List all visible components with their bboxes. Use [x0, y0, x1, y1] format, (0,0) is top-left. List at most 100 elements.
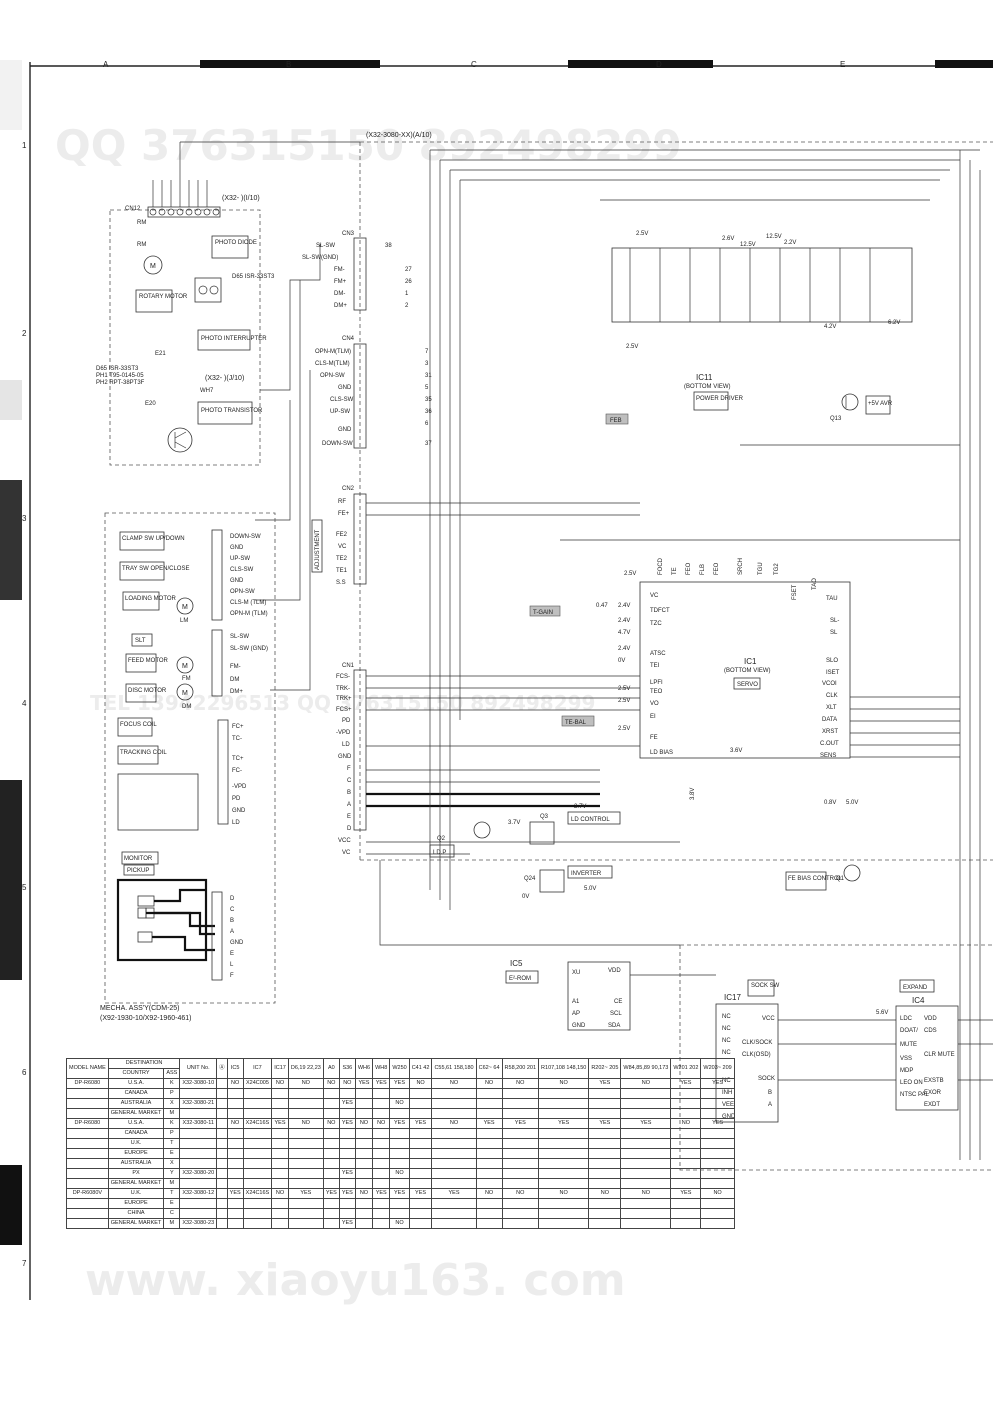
- table-cell: X32-3080-11: [179, 1118, 218, 1129]
- table-cell: [538, 1218, 590, 1229]
- th-unit: UNIT No.: [179, 1058, 218, 1079]
- svg-text:FE+: FE+: [338, 511, 350, 517]
- table-cell: [226, 1128, 244, 1139]
- table-cell: [501, 1088, 540, 1099]
- svg-text:FEO: FEO: [686, 562, 692, 575]
- svg-text:GND: GND: [230, 578, 244, 584]
- th-destination: DESTINATION: [107, 1058, 181, 1069]
- svg-text:5: 5: [425, 385, 429, 391]
- q1-transistor-icon: [843, 864, 861, 882]
- table-cell: [588, 1128, 622, 1139]
- svg-text:C: C: [230, 907, 235, 913]
- adjustment-label: ADJUSTMENT: [315, 529, 321, 570]
- th-country: COUNTRY: [107, 1068, 165, 1079]
- svg-text:4.7V: 4.7V: [618, 630, 630, 636]
- svg-text:CLK/SOCK: CLK/SOCK: [742, 1040, 772, 1046]
- svg-text:5.0V: 5.0V: [846, 800, 858, 806]
- table-cell: [431, 1218, 477, 1229]
- svg-text:OPN-SW: OPN-SW: [230, 589, 255, 595]
- table-cell: [372, 1198, 391, 1209]
- svg-text:A: A: [768, 1102, 772, 1108]
- table-cell: [475, 1218, 503, 1229]
- rotary-motor-icon: M: [143, 255, 163, 275]
- disc-motor-label: DISC MOTOR: [128, 688, 167, 694]
- pickup-block: [123, 864, 155, 876]
- svg-text:E: E: [347, 814, 351, 820]
- svg-text:5.0V: 5.0V: [584, 886, 596, 892]
- table-cell: [431, 1178, 477, 1189]
- svg-text:2.5V: 2.5V: [618, 686, 630, 692]
- table-cell: [475, 1178, 503, 1189]
- svg-text:-VPD: -VPD: [232, 784, 247, 790]
- table-cell: [475, 1128, 503, 1139]
- table-cell: [179, 1128, 218, 1139]
- table-cell: [620, 1198, 672, 1209]
- ldp-label: LD.P: [433, 850, 446, 856]
- table-cell: GENERAL MARKET: [107, 1178, 165, 1189]
- table-cell: [216, 1178, 228, 1189]
- table-cell: [620, 1208, 672, 1219]
- table-cell: [216, 1078, 228, 1089]
- watermark-tel: TEL 13942296513 QQ 376315150 892498299: [90, 691, 595, 715]
- svg-text:12.5V: 12.5V: [740, 242, 756, 248]
- ic1-name: IC1: [744, 657, 757, 666]
- svg-text:31: 31: [425, 373, 432, 379]
- ic17-name: IC17: [724, 993, 741, 1002]
- svg-text:GND: GND: [230, 940, 244, 946]
- table-cell: [670, 1158, 702, 1169]
- fe-bias-label: FE BIAS CONTROL: [788, 876, 843, 882]
- table-cell: [389, 1198, 410, 1209]
- table-cell: [431, 1158, 477, 1169]
- ic4-pins: LDC DOAT/ MUTE VSS MDP LEO ON NTSC PAL V…: [900, 1016, 955, 1108]
- svg-text:0V: 0V: [618, 658, 625, 664]
- table-cell: [501, 1178, 540, 1189]
- table-cell: [670, 1138, 702, 1149]
- table-cell: NO: [389, 1218, 410, 1229]
- table-cell: YES: [670, 1078, 702, 1089]
- table-cell: YES: [338, 1098, 356, 1109]
- svg-text:NC: NC: [722, 1038, 731, 1044]
- table-cell: [700, 1138, 735, 1149]
- svg-text:SENS: SENS: [820, 753, 836, 759]
- svg-text:CLR MUTE: CLR MUTE: [924, 1052, 955, 1058]
- table-cell: YES: [431, 1188, 477, 1199]
- svg-text:DOAT/: DOAT/: [900, 1028, 918, 1034]
- table-cell: P: [163, 1128, 181, 1139]
- table-cell: [538, 1178, 590, 1189]
- table-cell: [322, 1198, 340, 1209]
- svg-text:FC+: FC+: [232, 724, 244, 730]
- table-cell: [501, 1148, 540, 1159]
- watermark-qq: QQ 376315150 892498299: [55, 121, 682, 170]
- svg-text:4.2V: 4.2V: [824, 324, 836, 330]
- svg-text:-VPD: -VPD: [336, 730, 351, 736]
- tgain-tag: [529, 605, 561, 617]
- table-cell: [66, 1198, 109, 1209]
- svg-text:FEO: FEO: [714, 562, 720, 575]
- table-cell: [431, 1108, 477, 1119]
- cn1-pins: FCS- TRK- TRK+ FCS+ PD -VPD LD GND F C B…: [336, 674, 352, 856]
- svg-text:OPN-M(TLM): OPN-M(TLM): [315, 349, 351, 355]
- svg-text:2.4V: 2.4V: [618, 618, 630, 624]
- table-cell: [242, 1088, 273, 1099]
- table-cell: [431, 1088, 477, 1099]
- svg-text:C: C: [347, 778, 352, 784]
- table-cell: YES: [588, 1118, 622, 1129]
- table-cell: [700, 1148, 735, 1159]
- table-cell: [372, 1128, 391, 1139]
- table-cell: [620, 1108, 672, 1119]
- grid-col-a: A: [103, 60, 109, 69]
- svg-text:TDFCT: TDFCT: [650, 608, 670, 614]
- svg-text:SDA: SDA: [608, 1023, 620, 1029]
- svg-text:AP: AP: [572, 1011, 580, 1017]
- table-cell: [338, 1158, 356, 1169]
- table-cell: [354, 1128, 374, 1139]
- svg-text:PD: PD: [342, 718, 351, 724]
- svg-text:FM+: FM+: [334, 279, 347, 285]
- table-cell: [66, 1158, 109, 1169]
- grid-bar: [935, 60, 993, 68]
- photo-diode-block: [211, 235, 249, 259]
